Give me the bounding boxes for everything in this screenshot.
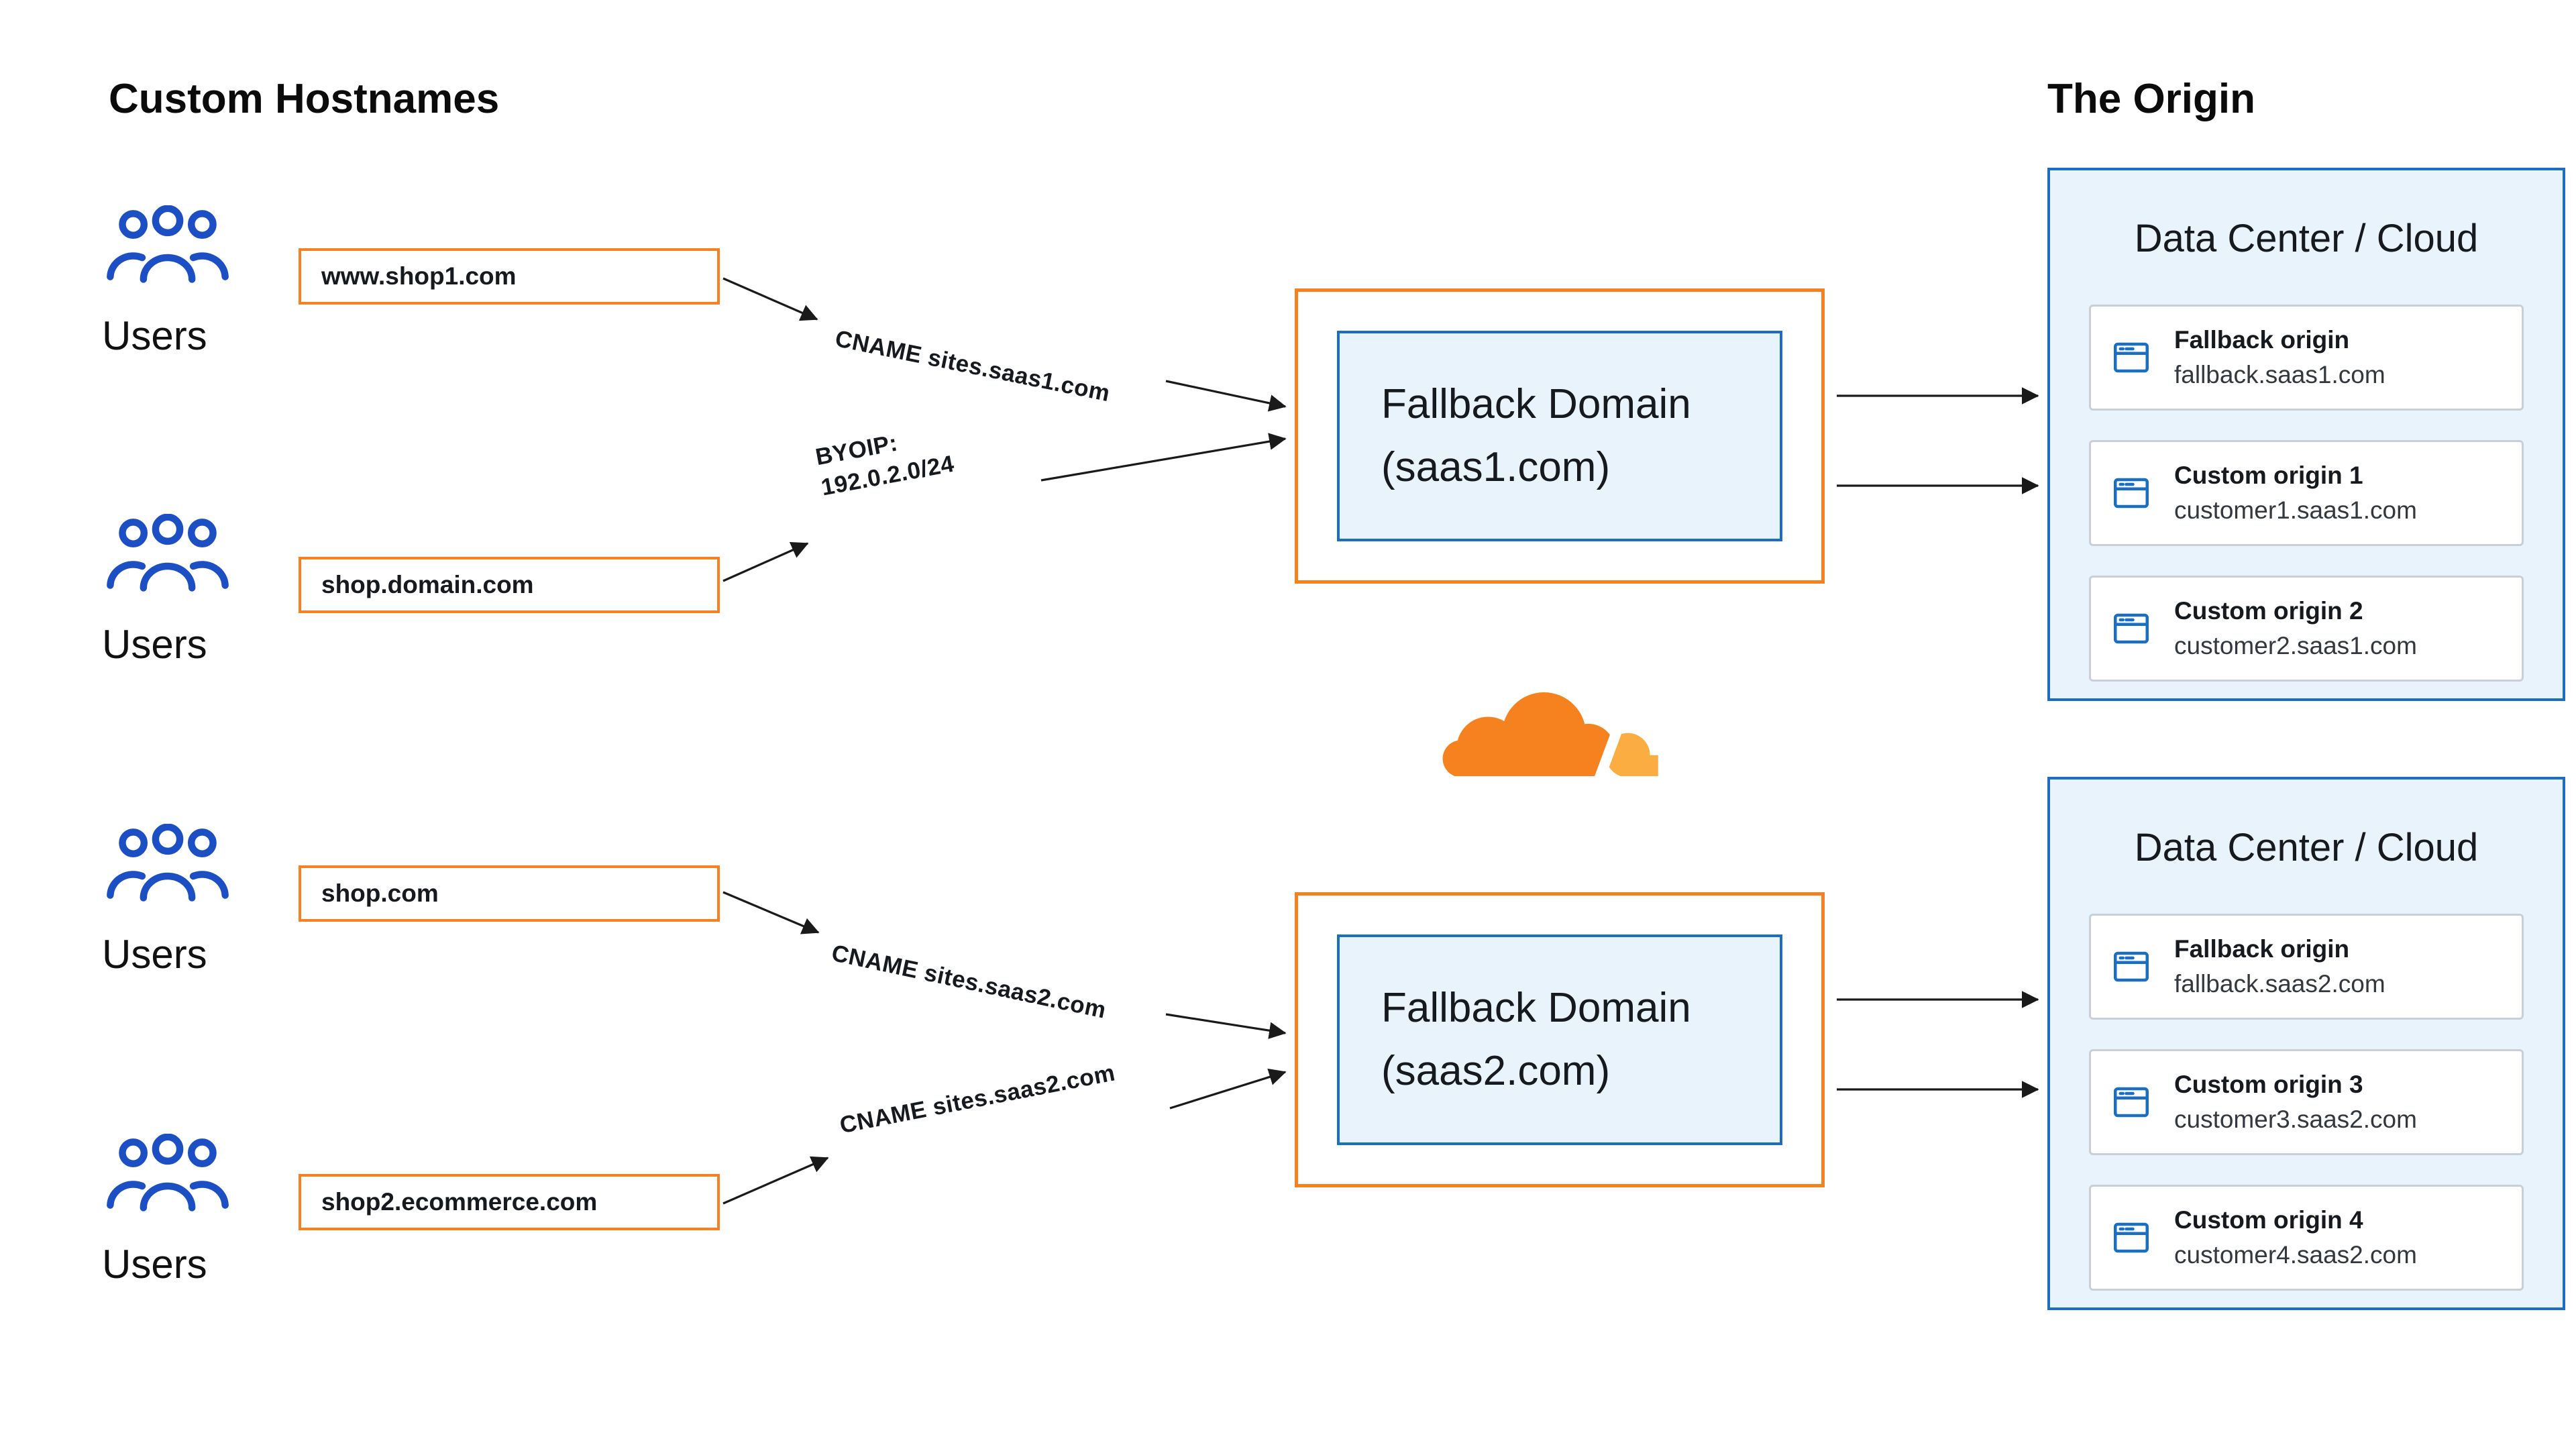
data-center-title: Data Center / Cloud <box>2134 826 2479 869</box>
origin-card-custom-2: Custom origin 2 customer2.saas1.com <box>2089 576 2524 682</box>
origin-card-custom-3: Custom origin 3 customer3.saas2.com <box>2089 1049 2524 1155</box>
arrow <box>722 542 809 582</box>
arrow <box>1165 1013 1287 1039</box>
users-icon <box>102 824 233 903</box>
fallback-domain-box-saas1: Fallback Domain (saas1.com) <box>1295 288 1825 584</box>
fallback-domain-domain: (saas2.com) <box>1381 1048 1611 1094</box>
origin-host: customer1.saas1.com <box>2174 496 2417 524</box>
browser-window-icon <box>2111 473 2151 513</box>
arrow <box>1040 433 1287 482</box>
browser-window-icon <box>2111 947 2151 987</box>
arrow <box>1165 380 1287 412</box>
edge-label-byoip: BYOIP: 192.0.2.0/24 <box>813 429 957 501</box>
users-label: Users <box>102 1242 207 1287</box>
browser-window-icon <box>2111 337 2151 378</box>
users-icon <box>102 514 233 593</box>
heading-custom-hostnames: Custom Hostnames <box>109 76 500 122</box>
origin-name: Custom origin 2 <box>2174 597 2363 625</box>
arrow <box>722 891 820 934</box>
arrow <box>1169 1068 1287 1110</box>
fallback-domain-box-saas2: Fallback Domain (saas2.com) <box>1295 892 1825 1187</box>
users-label: Users <box>102 622 207 667</box>
fallback-domain-title: Fallback Domain <box>1381 984 1691 1031</box>
data-center-panel-2: Data Center / Cloud Fallback origin fall… <box>2047 777 2565 1310</box>
hostname-box-www-shop1: www.shop1.com <box>299 248 720 305</box>
edge-label-cname-saas2-b: CNAME sites.saas2.com <box>837 1059 1118 1139</box>
arrow <box>722 277 818 321</box>
origin-text: Fallback origin fallback.saas1.com <box>2174 326 2385 389</box>
data-center-panel-1: Data Center / Cloud Fallback origin fall… <box>2047 168 2565 701</box>
fallback-domain-inner: Fallback Domain (saas1.com) <box>1337 331 1782 541</box>
fallback-domain-title: Fallback Domain <box>1381 380 1691 427</box>
users-icon <box>102 205 233 284</box>
fallback-domain-domain: (saas1.com) <box>1381 444 1611 490</box>
origin-host: fallback.saas1.com <box>2174 361 2385 388</box>
browser-window-icon <box>2111 1082 2151 1122</box>
origin-card-fallback-saas1: Fallback origin fallback.saas1.com <box>2089 305 2524 411</box>
users-label: Users <box>102 932 207 977</box>
data-center-title: Data Center / Cloud <box>2134 217 2479 260</box>
origin-card-custom-1: Custom origin 1 customer1.saas1.com <box>2089 440 2524 546</box>
browser-window-icon <box>2111 608 2151 649</box>
origin-host: customer4.saas2.com <box>2174 1241 2417 1269</box>
edge-label-cname-saas1: CNAME sites.saas1.com <box>833 325 1113 407</box>
arrow <box>722 1156 829 1205</box>
origin-card-custom-4: Custom origin 4 customer4.saas2.com <box>2089 1185 2524 1291</box>
origin-text: Fallback origin fallback.saas2.com <box>2174 935 2385 998</box>
browser-window-icon <box>2111 1218 2151 1258</box>
origin-text: Custom origin 4 customer4.saas2.com <box>2174 1206 2417 1269</box>
edge-label-cname-saas2-a: CNAME sites.saas2.com <box>829 939 1109 1024</box>
origin-text: Custom origin 1 customer1.saas1.com <box>2174 462 2417 525</box>
user-group-4: Users <box>102 1134 276 1287</box>
origin-card-fallback-saas2: Fallback origin fallback.saas2.com <box>2089 914 2524 1020</box>
users-icon <box>102 1134 233 1213</box>
heading-the-origin: The Origin <box>2047 76 2255 122</box>
hostname-box-shop-domain: shop.domain.com <box>299 557 720 613</box>
origin-host: customer3.saas2.com <box>2174 1106 2417 1133</box>
users-label: Users <box>102 313 207 358</box>
user-group-2: Users <box>102 514 276 667</box>
origin-host: customer2.saas1.com <box>2174 632 2417 659</box>
origin-name: Custom origin 3 <box>2174 1071 2363 1098</box>
user-group-3: Users <box>102 824 276 977</box>
origin-name: Custom origin 4 <box>2174 1206 2363 1234</box>
user-group-1: Users <box>102 205 276 359</box>
cloudflare-logo-icon <box>1428 679 1684 794</box>
hostname-box-shop2-ecommerce: shop2.ecommerce.com <box>299 1174 720 1230</box>
origin-name: Fallback origin <box>2174 935 2350 963</box>
origin-name: Fallback origin <box>2174 326 2350 354</box>
fallback-domain-inner: Fallback Domain (saas2.com) <box>1337 934 1782 1145</box>
origin-text: Custom origin 3 customer3.saas2.com <box>2174 1071 2417 1134</box>
origin-name: Custom origin 1 <box>2174 462 2363 489</box>
origin-host: fallback.saas2.com <box>2174 970 2385 998</box>
hostname-box-shop: shop.com <box>299 865 720 922</box>
origin-text: Custom origin 2 customer2.saas1.com <box>2174 597 2417 660</box>
